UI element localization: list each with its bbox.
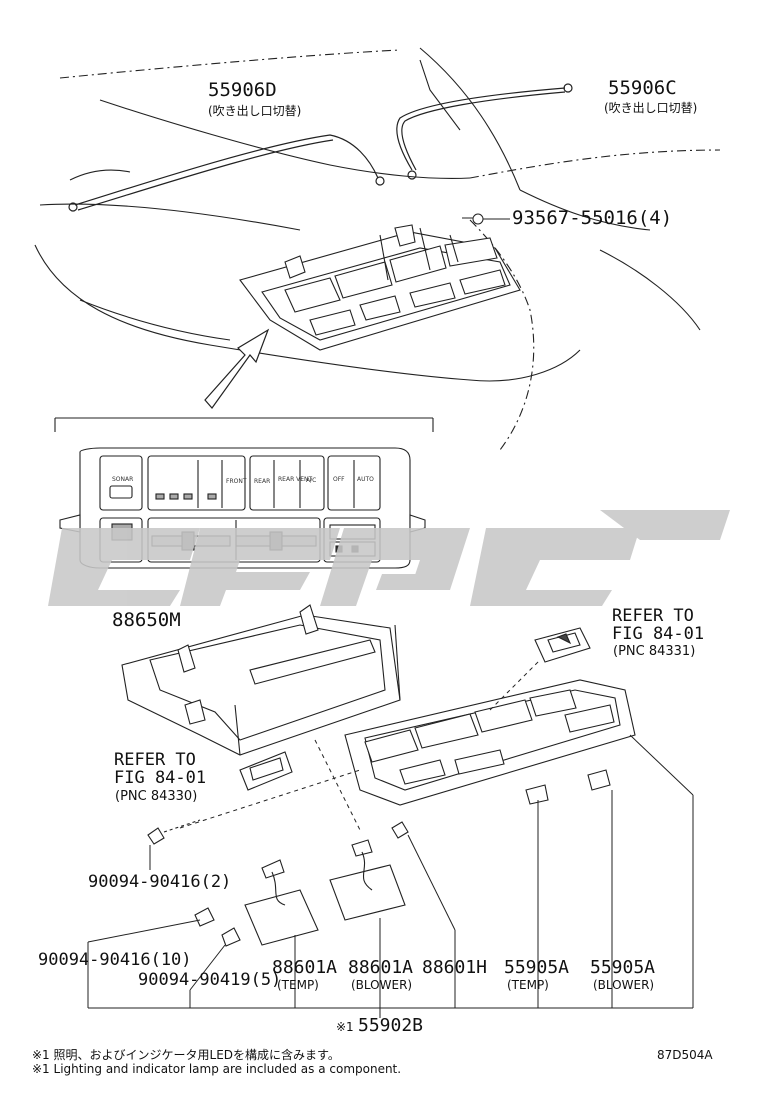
switch-84330	[239, 751, 293, 791]
label-55906D: 55906D	[208, 79, 277, 101]
guide-lines	[179, 659, 541, 831]
label-88601H: 88601H	[422, 957, 488, 978]
panel-rear-vent: REAR VENT	[278, 476, 313, 483]
label-88650M: 88650M	[112, 609, 181, 631]
cable-55906C	[396, 83, 573, 180]
leader-lines	[87, 734, 694, 1018]
note-english: ※1 Lighting and indicator lamp are inclu…	[32, 1062, 402, 1076]
label-88601A-temp-sub: (TEMP)	[277, 978, 319, 992]
installed-control-unit	[239, 224, 521, 351]
label-55905A-temp: 55905A	[504, 957, 570, 978]
label-93567: 93567-55016(4)	[512, 207, 673, 229]
detail-bracket	[54, 417, 434, 432]
label-55906D-sub: (吹き出し口切替)	[208, 104, 302, 118]
switch-84331	[534, 627, 591, 663]
label-90094-2: 90094-90416(2)	[88, 872, 232, 892]
label-55905A-temp-sub: (TEMP)	[507, 978, 549, 992]
label-refer2-a: REFER TO	[114, 750, 196, 770]
panel-text: SONAR FRONT REAR REAR VENT A/C OFF AUTO	[112, 476, 374, 485]
label-refer2-b: FIG 84-01	[114, 768, 207, 788]
panel-auto: AUTO	[357, 476, 374, 483]
label-refer1-c: (PNC 84331)	[613, 644, 696, 659]
note-japanese: ※1 照明、およびインジケータ用LEDを構成に含みます。	[32, 1048, 340, 1062]
figure-id: 87D504A	[657, 1048, 713, 1062]
panel-front: FRONT	[226, 478, 247, 485]
label-refer1-a: REFER TO	[612, 606, 694, 626]
label-90094-10: 90094-90416(10)	[38, 950, 192, 970]
view-arrow	[204, 328, 270, 409]
label-55906C: 55906C	[608, 77, 677, 99]
bracket-88650M	[121, 604, 401, 756]
label-55905A-blower: 55905A	[590, 957, 656, 978]
panel-off: OFF	[333, 476, 345, 483]
cable-55906D	[68, 134, 385, 212]
watermark-logo	[48, 510, 730, 606]
label-88601A-blower: 88601A	[348, 957, 414, 978]
label-55906C-sub: (吹き出し口切替)	[604, 101, 698, 115]
label-55902B-mark: ※1	[336, 1020, 354, 1034]
label-88601A-blower-sub: (BLOWER)	[351, 978, 413, 992]
label-88601A-temp: 88601A	[272, 957, 338, 978]
screw-93567	[462, 213, 510, 225]
small-parts	[147, 769, 611, 947]
panel-ac: A/C	[306, 477, 316, 484]
panel-assy-55902B	[344, 679, 636, 806]
label-refer2-c: (PNC 84330)	[115, 789, 198, 804]
panel-sonar: SONAR	[112, 476, 133, 483]
label-refer1-b: FIG 84-01	[612, 624, 705, 644]
label-55905A-blower-sub: (BLOWER)	[593, 978, 655, 992]
panel-rear: REAR	[254, 478, 270, 485]
label-55902B: 55902B	[358, 1015, 424, 1036]
label-90094-5: 90094-90419(5)	[138, 970, 282, 990]
